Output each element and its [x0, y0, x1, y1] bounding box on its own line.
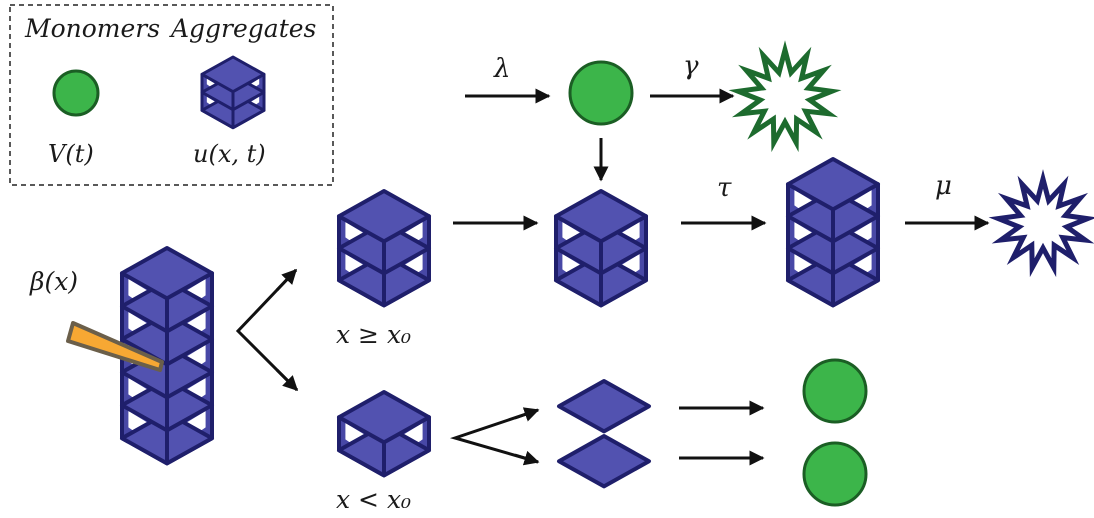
condition-small: x < x₀ — [336, 485, 411, 514]
arrow-fragment-down-head — [514, 450, 540, 466]
monomer-released-lower — [802, 441, 868, 507]
aggregate-degradation-burst — [988, 169, 1094, 278]
monomer-produced — [568, 60, 634, 126]
legend-aggregates-label: Aggregates — [169, 14, 316, 43]
arrow-split — [235, 268, 299, 392]
rate-tau: τ — [717, 173, 732, 203]
monomer-released-upper — [802, 358, 868, 424]
rate-mu: μ — [935, 171, 952, 201]
aggregate-size-2 — [337, 189, 431, 308]
aggregate-after-attachment — [554, 189, 648, 308]
rate-beta: β(x) — [29, 267, 78, 296]
legend-monomers-label: Monomers — [24, 14, 160, 43]
arrow-split-up-head — [275, 268, 298, 292]
fragment-plate-lower — [557, 434, 651, 489]
arrow-fragment-split — [449, 408, 539, 464]
arrow-fragment-up-head — [514, 407, 540, 422]
legend-monomer-icon — [52, 69, 100, 117]
rate-gamma: γ — [683, 51, 699, 81]
legend-aggregate-symbol: u(x, t) — [193, 140, 266, 168]
legend-monomer-symbol: V(t) — [48, 140, 94, 168]
reaction-arrows — [235, 88, 990, 466]
legend-aggregate-icon — [200, 55, 266, 130]
legend: Monomers Aggregates V(t) u(x, t) — [9, 4, 334, 186]
monomer-degradation-burst — [728, 40, 842, 153]
aggregate-grown — [786, 157, 880, 308]
small-aggregate — [337, 390, 431, 478]
blade-icon — [66, 321, 164, 372]
fragment-plate-upper — [557, 379, 651, 434]
condition-large: x ≥ x₀ — [336, 320, 411, 349]
rate-lambda: λ — [493, 54, 510, 84]
fragmentation-blade — [66, 321, 164, 372]
large-aggregate-stack — [120, 246, 214, 466]
arrow-split-down-head — [275, 368, 299, 392]
